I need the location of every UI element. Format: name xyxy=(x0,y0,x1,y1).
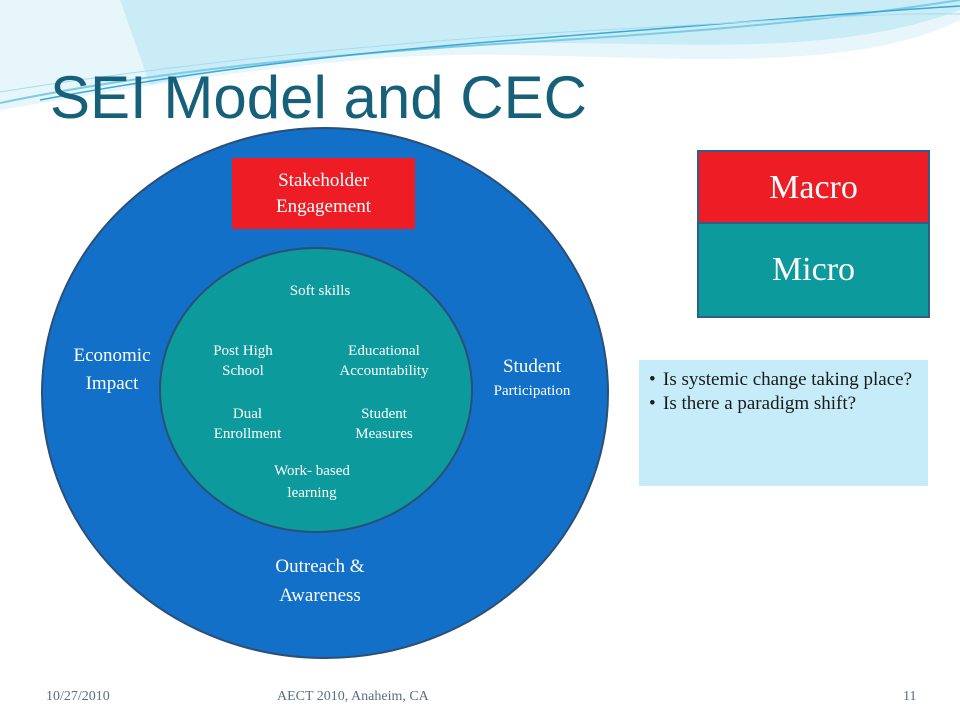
work-based-learning-label: Work- based learning xyxy=(247,461,377,505)
dual-enrollment-line2: Enrollment xyxy=(213,425,282,442)
soft-skills-text: Soft skills xyxy=(289,283,351,299)
economic-impact-line1: Economic xyxy=(73,345,151,366)
dual-enrollment-line1: Dual xyxy=(232,406,263,422)
inner-circle xyxy=(159,247,473,533)
student-participation-label: Student Participation xyxy=(470,354,594,402)
educational-accountability-line1: Educational xyxy=(348,343,420,359)
dual-enrollment-label: Dual Enrollment xyxy=(195,405,300,444)
work-based-learning-line2: learning xyxy=(287,484,337,501)
economic-impact-line2: Impact xyxy=(85,372,139,394)
economic-impact-label: Economic Impact xyxy=(52,342,172,397)
post-high-school-line1: Post High xyxy=(213,343,273,359)
student-participation-line2: Participation xyxy=(493,382,571,399)
work-based-learning-line1: Work- based xyxy=(274,463,350,479)
educational-accountability-line2: Accountability xyxy=(339,362,429,379)
questions-box: Is systemic change taking place? Is ther… xyxy=(639,360,928,486)
soft-skills-label: Soft skills xyxy=(250,282,390,302)
stakeholder-engagement-line2: Engagement xyxy=(276,195,371,217)
footer-event: AECT 2010, Anaheim, CA xyxy=(277,689,429,704)
outreach-awareness-line2: Awareness xyxy=(279,584,361,606)
stakeholder-engagement-line1: Stakeholder xyxy=(278,169,369,191)
slide-title: SEI Model and CEC xyxy=(50,64,587,131)
student-participation-line1: Student xyxy=(502,356,562,377)
footer-page-number: 11 xyxy=(903,689,917,704)
question-item: Is there a paradigm shift? xyxy=(649,392,920,416)
micro-box: Micro xyxy=(697,222,930,318)
outreach-awareness-label: Outreach & Awareness xyxy=(240,553,400,610)
stakeholder-engagement-box: Stakeholder Engagement xyxy=(232,158,415,229)
student-measures-line1: Student xyxy=(361,406,407,422)
outreach-awareness-line1: Outreach & xyxy=(275,556,365,577)
macro-label: Macro xyxy=(769,169,858,206)
questions-list: Is systemic change taking place? Is ther… xyxy=(649,368,920,416)
student-measures-label: Student Measures xyxy=(324,405,444,444)
student-measures-line2: Measures xyxy=(355,425,413,442)
macro-box: Macro xyxy=(697,150,930,224)
question-item: Is systemic change taking place? xyxy=(649,368,920,392)
footer-date: 10/27/2010 xyxy=(46,689,110,704)
micro-label: Micro xyxy=(771,251,856,288)
educational-accountability-label: Educational Accountability xyxy=(314,342,454,381)
header-wave-decoration xyxy=(0,0,960,110)
post-high-school-line2: School xyxy=(222,362,264,379)
post-high-school-label: Post High School xyxy=(188,342,298,381)
